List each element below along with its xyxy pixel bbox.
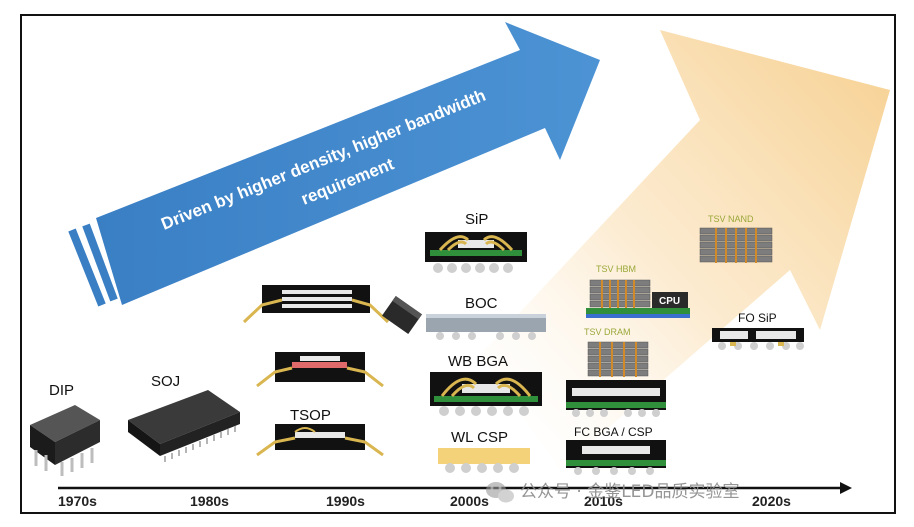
fc-bga-csp-package-image <box>566 440 666 475</box>
timeline-arrow <box>58 482 852 494</box>
boc-package-image <box>426 314 546 340</box>
label-wb-bga: WB BGA <box>448 353 508 370</box>
decade-label-1970s: 1970s <box>58 493 97 509</box>
label-tsv-nand: TSV NAND <box>708 214 754 224</box>
label-soj: SOJ <box>151 373 180 390</box>
wl-csp-package-image <box>438 448 530 473</box>
label-tsv-dram: TSV DRAM <box>584 327 631 337</box>
small-chip-image <box>382 295 422 335</box>
decade-label-2020s: 2020s <box>752 493 791 509</box>
sip-package-image <box>425 232 527 273</box>
label-sip: SiP <box>465 211 488 228</box>
decade-label-1980s: 1980s <box>190 493 229 509</box>
soj-package-image <box>128 390 240 462</box>
wechat-icon <box>486 482 514 503</box>
label-wl-csp: WL CSP <box>451 429 508 446</box>
label-tsv-hbm: TSV HBM <box>596 264 636 274</box>
watermark-text: 公众号 · 金鉴LED品质实验室 <box>520 482 740 502</box>
label-tsop: TSOP <box>290 407 331 424</box>
dip-package-image <box>30 405 100 476</box>
tsop-image <box>256 424 384 457</box>
decade-label-2010s: 2010s <box>584 493 623 509</box>
label-fo-sip: FO SiP <box>738 311 777 325</box>
decade-label-1990s: 1990s <box>326 493 365 509</box>
tsop-middle-image <box>256 352 384 388</box>
label-boc: BOC <box>465 295 498 312</box>
decade-label-2000s: 2000s <box>450 493 489 509</box>
tsop-stack-top-image <box>242 285 390 324</box>
tsv-dram-package-image <box>566 341 666 417</box>
wb-bga-package-image <box>430 372 542 416</box>
label-fc-bga-csp: FC BGA / CSP <box>574 425 653 439</box>
blue-trend-arrow <box>68 22 600 307</box>
tsv-nand-package-image <box>699 227 773 263</box>
label-dip: DIP <box>49 382 74 399</box>
label-cpu: CPU <box>659 296 680 307</box>
fo-sip-package-image <box>712 328 804 350</box>
tsv-hbm-package-image <box>586 279 690 318</box>
peach-trend-arrow <box>480 30 890 470</box>
